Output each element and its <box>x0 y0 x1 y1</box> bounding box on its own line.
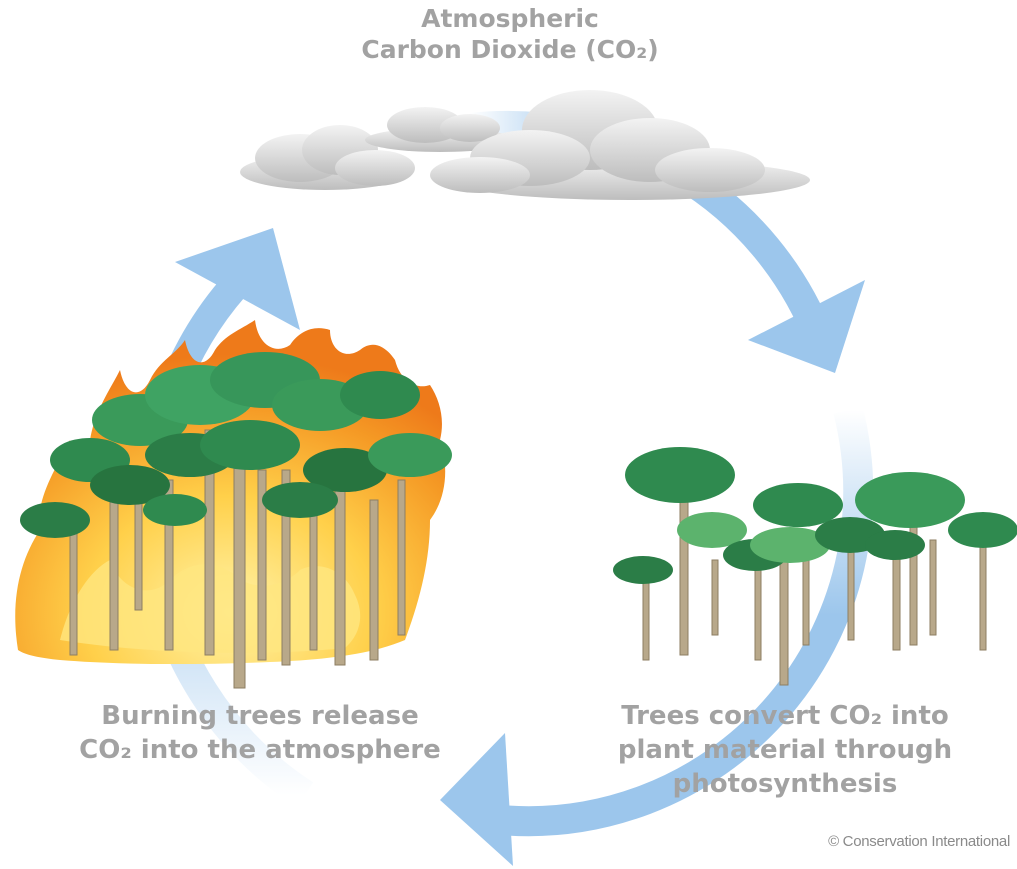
burning-tree-trunks <box>69 429 406 689</box>
forest-tree-canopy <box>613 447 1017 584</box>
arrow-head-left-icon <box>175 228 300 330</box>
forest-icon <box>613 447 1017 686</box>
burning-tree-canopy <box>20 352 452 538</box>
copyright-credit: © Conservation International <box>828 833 1010 850</box>
burning-forest-icon <box>15 320 452 689</box>
burning-label-line-2: CO₂ into the atmosphere <box>79 734 441 765</box>
arrow-head-bottom-icon <box>440 733 513 866</box>
photosynthesis-label-line-2: plant material through <box>617 734 953 765</box>
forest-tree-trunks <box>642 489 987 686</box>
photosynthesis-label-line-1: Trees convert CO₂ into <box>621 701 949 731</box>
burning-trees-label: Burning trees release CO₂ into the atmos… <box>40 700 480 768</box>
title-line-2: Carbon Dioxide (CO₂) <box>361 34 659 64</box>
arrow-head-right-icon <box>748 280 865 373</box>
photosynthesis-label: Trees convert CO₂ into plant material th… <box>560 700 1010 801</box>
diagram-title: Atmospheric Carbon Dioxide (CO₂) <box>300 4 720 65</box>
title-line-1: Atmospheric <box>421 4 599 33</box>
cloud-large <box>430 90 810 200</box>
cloud-icon <box>240 90 810 200</box>
photosynthesis-label-line-3: photosynthesis <box>672 768 898 799</box>
cloud-left <box>240 125 415 190</box>
burning-label-line-1: Burning trees release <box>101 701 419 731</box>
